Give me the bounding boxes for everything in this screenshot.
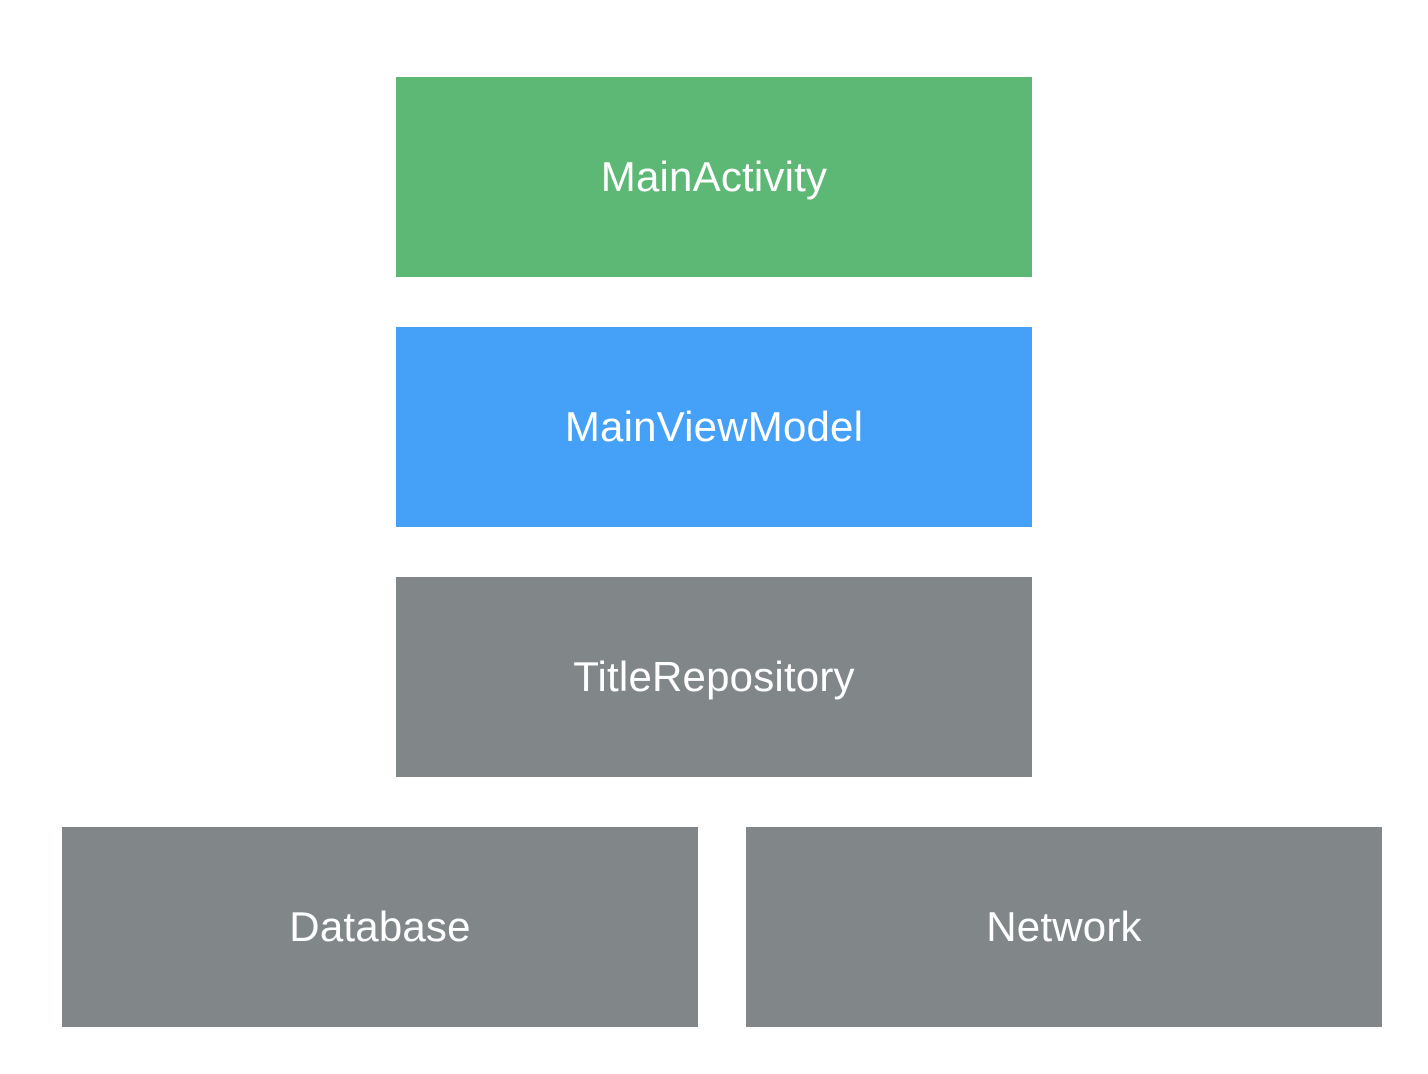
title-repository-box: TitleRepository: [396, 577, 1032, 777]
network-label: Network: [986, 903, 1142, 950]
main-view-model-label: MainViewModel: [564, 403, 864, 450]
main-activity-box: MainActivity: [396, 77, 1032, 277]
title-repository-label: TitleRepository: [573, 653, 855, 700]
network-box: Network: [746, 827, 1382, 1027]
main-view-model-box: MainViewModel: [396, 327, 1032, 527]
database-box: Database: [62, 827, 698, 1027]
main-activity-label: MainActivity: [600, 153, 828, 200]
database-label: Database: [289, 903, 471, 950]
